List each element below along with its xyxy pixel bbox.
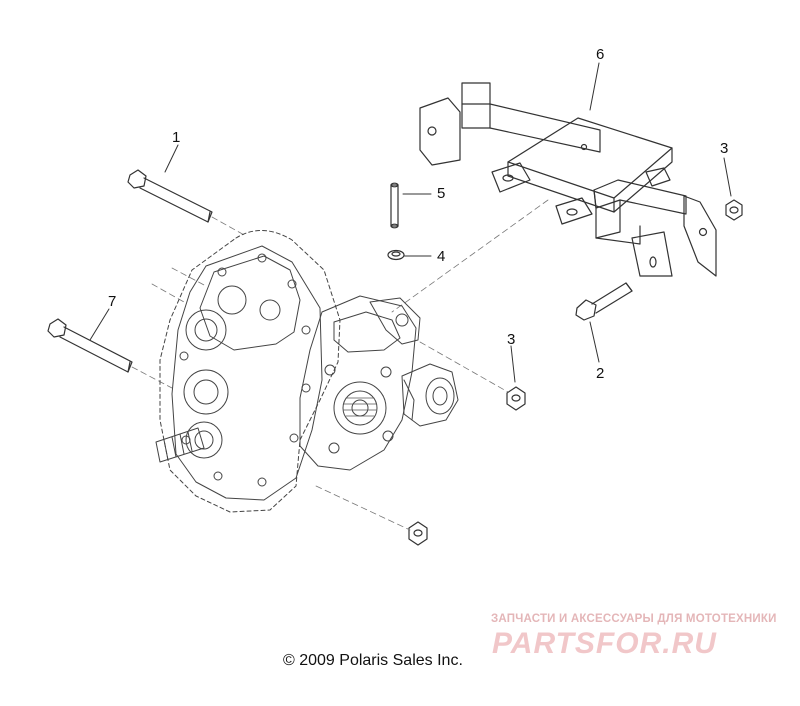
- flange-nut-middle: [506, 386, 526, 411]
- assembly-guide-lines: [131, 199, 549, 531]
- leader-lines: [89, 62, 732, 383]
- callout-3-middle: 3: [507, 331, 516, 348]
- mounting-bracket: [419, 82, 717, 277]
- callout-5: 5: [437, 185, 446, 202]
- callout-2: 2: [596, 365, 605, 382]
- callout-3-upper: 3: [720, 140, 729, 157]
- copyright-notice: © 2009 Polaris Sales Inc.: [283, 652, 463, 669]
- dowel-pin: [390, 182, 399, 229]
- flange-bolt: [575, 282, 633, 321]
- watermark-tagline: ЗАПЧАСТИ И АКСЕССУАРЫ ДЛЯ МОТОТЕХНИКИ: [491, 613, 777, 625]
- callout-6: 6: [596, 46, 605, 63]
- callout-4: 4: [437, 248, 446, 265]
- callout-1: 1: [172, 129, 181, 146]
- retaining-clip: [387, 249, 405, 261]
- watermark-logo: PARTSFOR.RU: [492, 627, 717, 660]
- callout-7: 7: [108, 293, 117, 310]
- bolt-long-lower: [47, 318, 133, 373]
- transmission-assembly: [155, 230, 459, 513]
- flange-nut-lower: [408, 521, 428, 546]
- flange-nut-upper-right: [725, 199, 743, 221]
- bolt-long-upper: [127, 169, 213, 223]
